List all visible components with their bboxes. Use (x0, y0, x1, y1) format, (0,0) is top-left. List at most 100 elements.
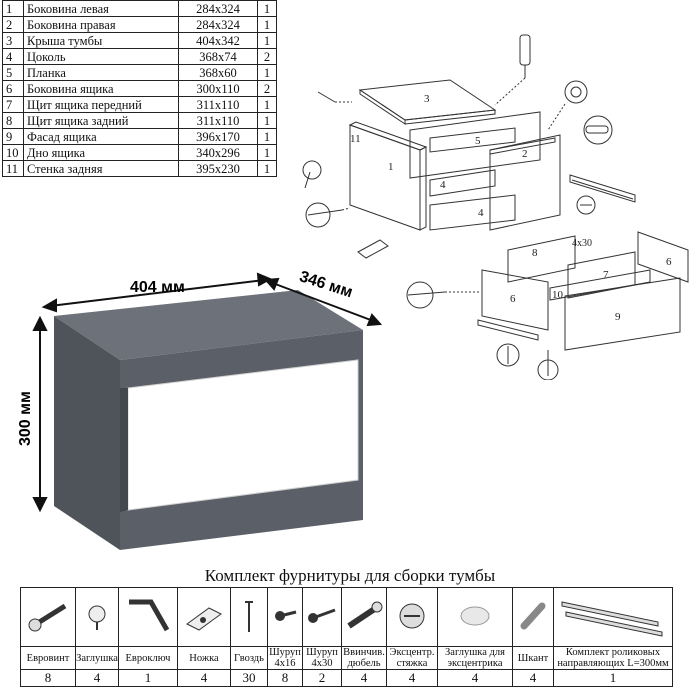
drawer-slides-icon (553, 587, 673, 647)
part-name: Дно ящика (23, 144, 179, 161)
eccentric-cap-icon (437, 587, 513, 647)
cabinet-top (54, 290, 363, 360)
part-dims: 404x342 (178, 32, 258, 49)
hex-key-icon (118, 587, 178, 647)
part-number: 3 (2, 32, 24, 49)
label-6b: 6 (666, 256, 672, 268)
part-dims: 396x170 (178, 128, 258, 145)
drawer-screw-detail-icon (496, 343, 520, 367)
part-number: 8 (2, 112, 24, 129)
fitting-qty: 1 (118, 669, 178, 687)
label-4a: 4 (440, 179, 446, 191)
panel-back (409, 111, 541, 179)
panel-left-side-top (348, 121, 428, 151)
part-number: 1 (2, 0, 24, 17)
part-qty: 1 (257, 128, 277, 145)
part-number: 2 (2, 16, 24, 33)
part-number: 7 (2, 96, 24, 113)
drawer-bottom (549, 269, 651, 301)
screw-right-detail-icon (576, 195, 596, 215)
fitting-label: Гвоздь (230, 646, 268, 670)
label-8: 8 (532, 247, 538, 259)
cabinet-side (54, 316, 120, 550)
fitting-qty: 2 (302, 669, 342, 687)
wood-dowel-detail-icon (583, 115, 613, 145)
label-2: 2 (522, 148, 528, 160)
fitting-label: Евроключ (118, 646, 178, 670)
height-dimension-arrow (32, 315, 48, 513)
pin-detail-icon (302, 160, 322, 189)
fitting-qty: 4 (341, 669, 387, 687)
drawer-dowel-detail-icon (537, 350, 559, 380)
drawer-shadow (120, 388, 128, 512)
part-name: Боковина ящика (23, 80, 179, 97)
panel-left-side-edge (419, 146, 427, 231)
fitting-label: Комплект роликовых направляющих L=300мм (553, 646, 673, 670)
part-dims: 340x296 (178, 144, 258, 161)
fitting-qty: 4 (437, 669, 513, 687)
part-name: Стенка задняя (23, 160, 179, 177)
drawer-slide-detail-icon (477, 319, 539, 341)
part-qty: 1 (257, 144, 277, 161)
panel-plank (429, 127, 516, 153)
dowel-top-icon (494, 34, 531, 106)
part-name: Цоколь (23, 48, 179, 65)
part-qty: 1 (257, 96, 277, 113)
fitting-qty: 1 (553, 669, 673, 687)
fitting-label: Евровинт (20, 646, 76, 670)
part-name: Щит ящика задний (23, 112, 179, 129)
part-number: 4 (2, 48, 24, 65)
wood-dowel-icon (512, 587, 554, 647)
label-11: 11 (350, 133, 361, 145)
part-dims: 284x324 (178, 0, 258, 17)
eccentric-detail-icon (547, 80, 588, 131)
screw-4x30-icon (302, 587, 342, 647)
part-dims: 368x60 (178, 64, 258, 81)
label-3: 3 (424, 93, 430, 105)
height-label: 300 мм (17, 391, 34, 446)
part-number: 6 (2, 80, 24, 97)
label-10: 10 (552, 289, 564, 301)
part-dims: 311x110 (178, 112, 258, 129)
width-dimension-arrow (41, 272, 273, 313)
part-qty: 1 (257, 64, 277, 81)
part-number: 9 (2, 128, 24, 145)
cap-icon (75, 587, 119, 647)
part-name: Боковина левая (23, 0, 179, 17)
drawer-right-side (637, 231, 689, 283)
label-1: 1 (388, 161, 394, 173)
drawer-eurovint-detail-icon (406, 281, 480, 309)
part-dims: 300x110 (178, 80, 258, 97)
label-4b: 4 (478, 207, 484, 219)
drawer-back-panel (507, 235, 576, 283)
part-number: 10 (2, 144, 24, 161)
fitting-qty: 4 (386, 669, 438, 687)
fitting-qty: 30 (230, 669, 268, 687)
part-qty: 1 (257, 160, 277, 177)
dowel-icon (341, 587, 387, 647)
slide-rail-detail-icon (569, 174, 636, 203)
fitting-label: Ввинчив. дюбель (341, 646, 387, 670)
part-name: Фасад ящика (23, 128, 179, 145)
part-qty: 2 (257, 48, 277, 65)
label-5: 5 (475, 135, 481, 147)
panel-top-edge (359, 89, 406, 125)
product-render: 404 мм 346 мм 300 мм (17, 270, 383, 550)
nail-detail-icon (317, 91, 352, 103)
panel-plinth-front (429, 194, 516, 231)
eurovint-detail-icon (305, 202, 351, 228)
label-6a: 6 (510, 293, 516, 305)
part-dims: 311x110 (178, 96, 258, 113)
panel-top-front-edge (404, 109, 496, 125)
part-qty: 1 (257, 0, 277, 17)
fitting-qty: 4 (177, 669, 231, 687)
part-qty: 1 (257, 32, 277, 49)
fitting-label: Шуруп 4x16 (267, 646, 303, 670)
fitting-label: Эксцентр. стяжка (386, 646, 438, 670)
